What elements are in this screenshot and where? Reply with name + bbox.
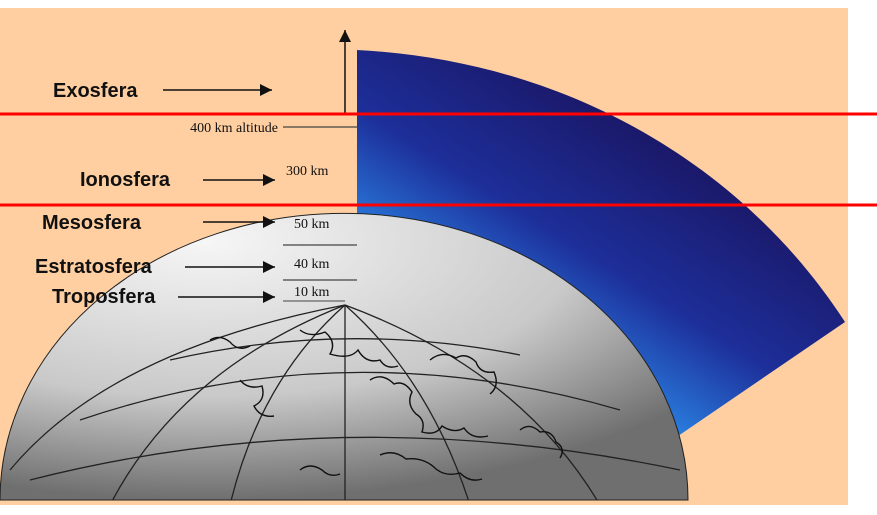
layer-label-ionosfera: Ionosfera <box>80 169 171 191</box>
layer-label-troposfera: Troposfera <box>52 286 156 308</box>
layer-label-exosfera: Exosfera <box>53 80 138 102</box>
earth-globe <box>0 212 689 501</box>
atmosphere-wedge <box>357 50 845 462</box>
altitude-label-50km: 50 km <box>294 217 330 232</box>
altitude-label-400km: 400 km altitude <box>190 121 278 136</box>
layer-label-estratosfera: Estratosfera <box>35 256 153 278</box>
layer-label-mesosfera: Mesosfera <box>42 212 142 234</box>
altitude-label-300km: 300 km <box>286 164 329 179</box>
altitude-label-10km: 10 km <box>294 285 330 300</box>
altitude-label-40km: 40 km <box>294 257 330 272</box>
